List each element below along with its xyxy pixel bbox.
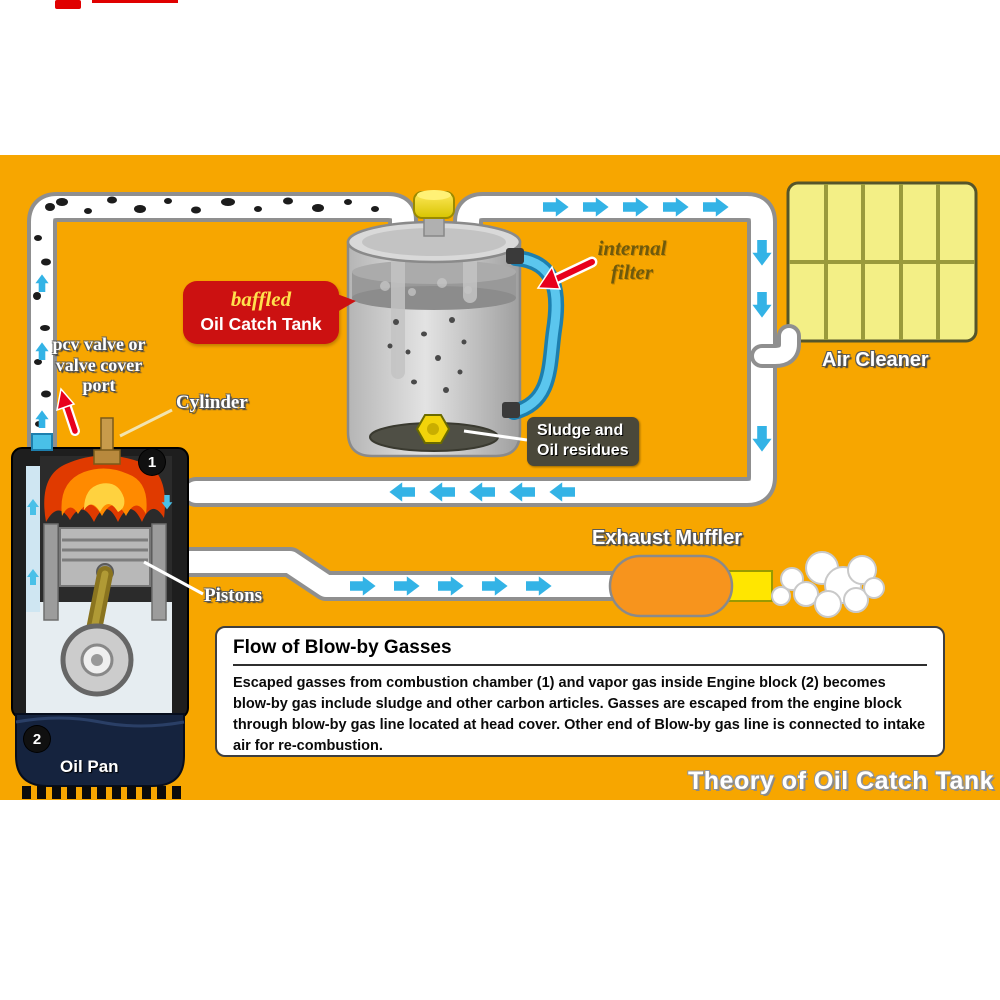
callout-pointers (56, 256, 598, 596)
oil-pan (15, 713, 185, 787)
pistons-label: Pistons (204, 585, 263, 606)
crankshaft (60, 623, 134, 697)
cylinder-wall-left (43, 523, 59, 621)
internal-filter-line2: filter (611, 259, 653, 284)
cylinder-wall-right (151, 523, 167, 621)
tank-callout-baffled: baffled (230, 287, 292, 311)
oil-catch-tank-callout: baffled Oil Catch Tank (183, 281, 356, 345)
pipes (27, 192, 801, 601)
cropped-red-artifact-line (92, 0, 178, 3)
sludge-residues-label: Sludge and Oil residues (527, 417, 639, 466)
info-panel: Flow of Blow-by Gasses Escaped gasses fr… (215, 626, 945, 757)
marker-engine-block: 2 (24, 726, 50, 752)
oil-pan-label: Oil Pan (60, 757, 119, 776)
pcv-valve-label: pcv valve or valve cover port (30, 334, 168, 396)
engine-block (11, 417, 189, 799)
internal-filter-tube (502, 248, 565, 420)
exhaust-line (171, 547, 633, 601)
pcv-valve-fitting (31, 433, 53, 451)
pcv-label-line2: valve cover (55, 354, 143, 375)
spark-plug (93, 417, 121, 465)
info-panel-title: Flow of Blow-by Gasses (233, 637, 452, 658)
internal-filter-line1: internal (597, 236, 667, 260)
internal-filter-label: internal filter (586, 236, 678, 284)
drain-hex-nut (415, 414, 451, 444)
exhaust-muffler-label: Exhaust Muffler (592, 527, 743, 549)
diagram-title: Theory of Oil Catch Tank (688, 767, 995, 795)
pcv-arrow (56, 387, 80, 436)
blow-by-channel (26, 466, 40, 612)
sludge-line2: Oil residues (537, 442, 629, 459)
tank-callout-name: Oil Catch Tank (200, 314, 322, 335)
cooling-fins (22, 786, 181, 799)
cylinder-pointer-line (119, 408, 173, 438)
air-cleaner-label: Air Cleaner (822, 349, 929, 371)
internal-filter-arrow (536, 256, 598, 290)
intake-air-line (181, 192, 801, 507)
oil-catch-tank (346, 190, 565, 458)
filler-cap (413, 190, 455, 219)
marker-combustion-chamber: 1 (139, 449, 165, 475)
info-panel-body: Escaped gasses from combustion chamber (… (233, 675, 926, 754)
air-cleaner (786, 181, 978, 343)
sludge-line1: Sludge and (537, 422, 624, 439)
pistons-pointer-line (143, 560, 204, 596)
pcv-label-line3: port (82, 375, 116, 396)
exhaust-muffler-body (608, 554, 773, 618)
blow-by-gas-line (27, 192, 418, 467)
tank-speckles (387, 317, 467, 393)
info-panel-divider (233, 664, 927, 666)
sludge-pointer-line (463, 429, 528, 442)
cropped-red-artifact (55, 0, 81, 9)
tail-pipe (725, 570, 773, 602)
exhaust-smoke (771, 551, 885, 618)
sludge-particles (33, 196, 379, 445)
cylinder-label: Cylinder (176, 392, 248, 413)
pcv-label-line1: pcv valve or (52, 334, 146, 354)
combustion-flame (44, 455, 165, 522)
